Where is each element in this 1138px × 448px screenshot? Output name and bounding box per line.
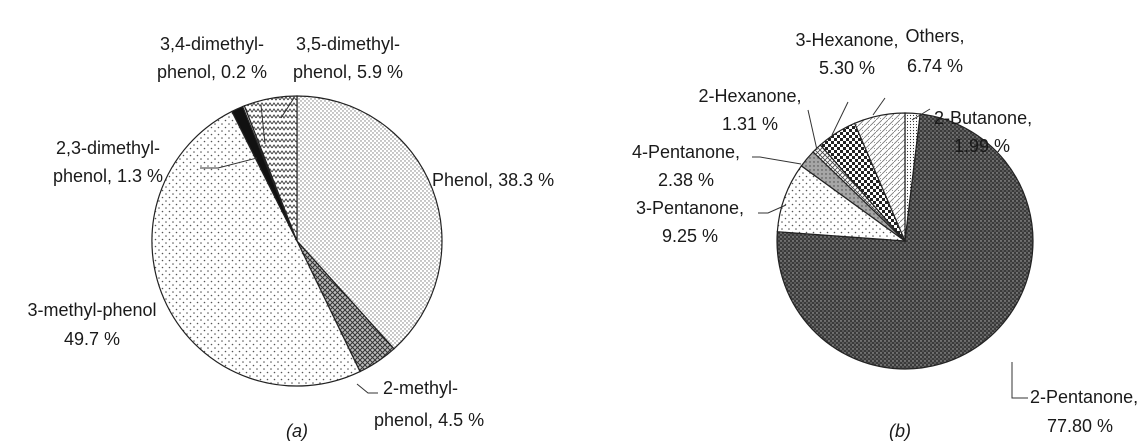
leader-2-pentanone	[1011, 362, 1028, 399]
leader-2-methyl	[356, 383, 378, 394]
labels-b: 2-Butanone, 1.99 % 2-Pentanone, 77.80 % …	[632, 26, 1138, 436]
label-3-pentanone-line2: 9.25 %	[662, 226, 718, 246]
label-3-pentanone-line1: 3-Pentanone,	[636, 198, 744, 218]
leader-lines-b	[752, 97, 1028, 399]
leader-others	[872, 97, 886, 116]
label-2-butanone-line2: 1.99 %	[954, 136, 1010, 156]
pie-a-slice-2	[151, 110, 361, 387]
label-3-hexanone-line2: 5.30 %	[819, 58, 875, 78]
label-2-pentanone-line1: 2-Pentanone,	[1030, 387, 1138, 407]
label-3-5-dimethyl-line1: 3,5-dimethyl-	[296, 34, 400, 54]
pie-b-slice-6	[853, 112, 906, 242]
leader-2-3-dimethyl	[200, 157, 258, 169]
label-others-line2: 6.74 %	[907, 56, 963, 76]
pie-a-slice-0	[296, 95, 443, 350]
leader-3-4-dimethyl	[260, 104, 266, 145]
panel-label-a: (a)	[286, 421, 308, 441]
label-2-hexanone-line2: 1.31 %	[722, 114, 778, 134]
label-2-butanone-line1: 2-Butanone,	[934, 108, 1032, 128]
labels-a: Phenol, 38.3 % 2-methyl- phenol, 4.5 % 3…	[27, 34, 554, 430]
leader-2-hexanone	[807, 109, 818, 151]
pie-a-slice-5	[243, 95, 298, 242]
pie-chart-b	[776, 112, 1034, 370]
leader-lines-a	[200, 97, 378, 394]
label-others-line1: Others,	[905, 26, 964, 46]
label-4-pentanone-line1: 4-Pentanone,	[632, 142, 740, 162]
label-phenol: Phenol, 38.3 %	[432, 170, 554, 190]
panel-label-b: (b)	[889, 421, 911, 441]
label-2-3-dimethyl-line2: phenol, 1.3 %	[53, 166, 163, 186]
label-2-3-dimethyl-line1: 2,3-dimethyl-	[56, 138, 160, 158]
label-2-hexanone-line1: 2-Hexanone,	[698, 86, 801, 106]
leader-2-butanone	[911, 108, 931, 121]
leader-3-5-dimethyl	[280, 97, 295, 119]
label-4-pentanone-line2: 2.38 %	[658, 170, 714, 190]
label-3-methyl-line1: 3-methyl-phenol	[27, 300, 156, 320]
label-2-methyl-line2: phenol, 4.5 %	[374, 410, 484, 430]
label-3-5-dimethyl-line2: phenol, 5.9 %	[293, 62, 403, 82]
label-2-pentanone-line2: 77.80 %	[1047, 416, 1113, 436]
label-3-4-dimethyl-line1: 3,4-dimethyl-	[160, 34, 264, 54]
label-3-4-dimethyl-line2: phenol, 0.2 %	[157, 62, 267, 82]
pie-chart-a	[151, 95, 443, 387]
leader-4-pentanone	[752, 156, 802, 165]
leader-3-pentanone	[758, 204, 787, 214]
label-3-hexanone-line1: 3-Hexanone,	[795, 30, 898, 50]
leader-3-hexanone	[831, 101, 849, 136]
label-3-methyl-line2: 49.7 %	[64, 329, 120, 349]
label-2-methyl-line1: 2-methyl-	[383, 378, 458, 398]
